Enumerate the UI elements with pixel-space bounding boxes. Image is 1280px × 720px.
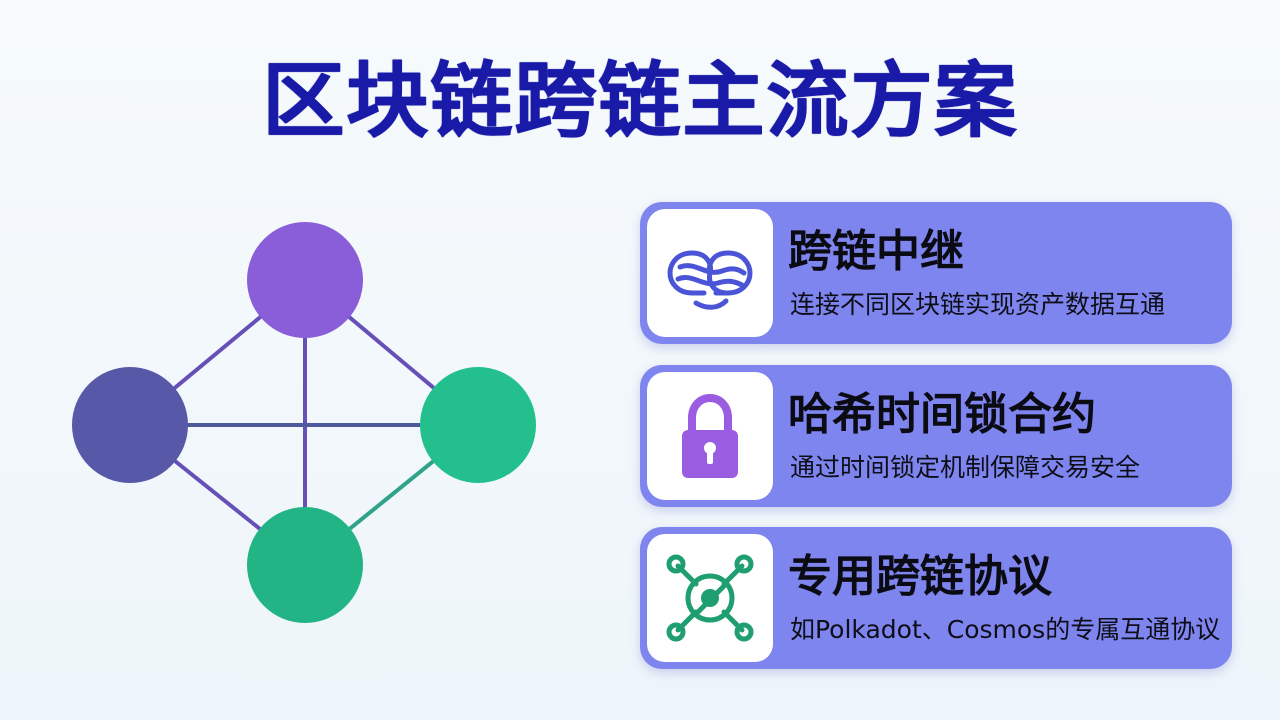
card-cross-chain-relay: 跨链中继 连接不同区块链实现资产数据互通 [640, 202, 1232, 344]
lock-icon-box [647, 372, 773, 500]
lock-icon [682, 393, 738, 478]
card-hash-time-lock: 哈希时间锁合约 通过时间锁定机制保障交易安全 [640, 365, 1232, 507]
card-dedicated-protocol: 专用跨链协议 如Polkadot、Cosmos的专属互通协议 [640, 527, 1232, 669]
card-description: 连接不同区块链实现资产数据互通 [790, 290, 1166, 319]
card-title: 哈希时间锁合约 [788, 389, 1096, 440]
relay-link-icon [667, 250, 753, 310]
page-title: 区块链跨链主流方案 [261, 54, 1018, 149]
hub-network-icon [666, 554, 754, 642]
blockchain-network-diagram [72, 222, 536, 623]
relay-icon-box [647, 209, 773, 337]
node-bottom [247, 507, 363, 623]
card-title: 跨链中继 [788, 226, 964, 277]
network-nodes [72, 222, 536, 623]
card-description: 通过时间锁定机制保障交易安全 [790, 453, 1141, 482]
card-description: 如Polkadot、Cosmos的专属互通协议 [790, 615, 1221, 644]
hub-icon-box [647, 534, 773, 662]
card-title: 专用跨链协议 [788, 551, 1052, 602]
node-top [247, 222, 363, 338]
node-left [72, 367, 188, 483]
node-right [420, 367, 536, 483]
